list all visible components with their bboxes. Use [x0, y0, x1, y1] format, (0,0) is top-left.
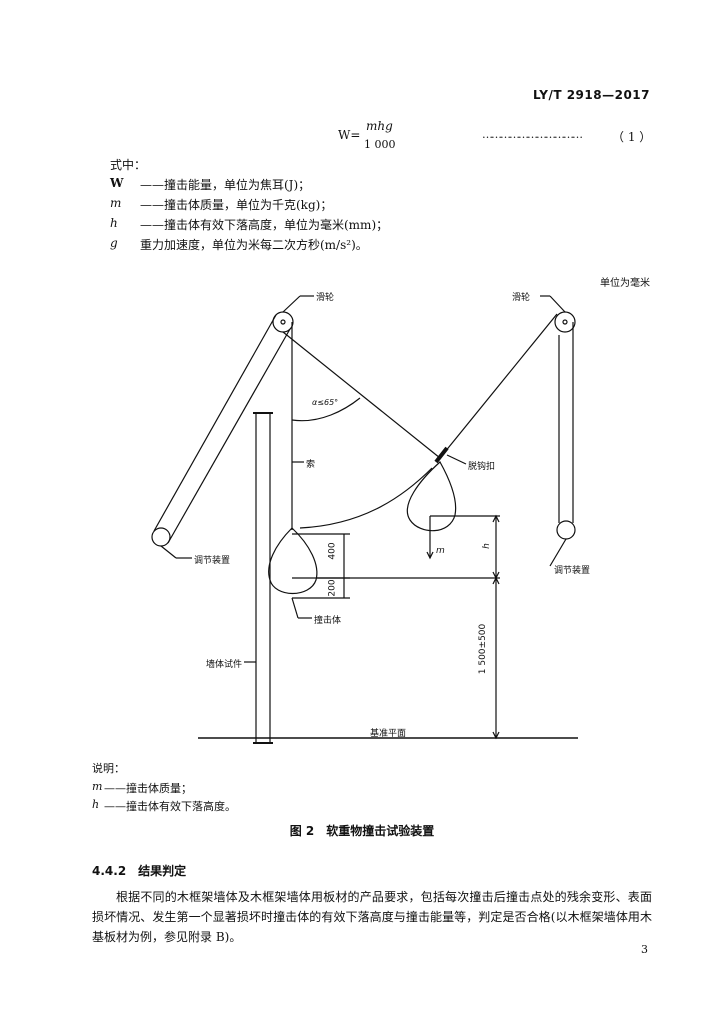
- label-angle: α≤65°: [312, 398, 339, 407]
- note-text: ——撞击体质量；: [104, 782, 192, 795]
- label-wall-specimen: 墙体试件: [206, 660, 243, 670]
- label-height: h: [481, 543, 492, 549]
- section-title: 4.4.2 结果判定: [92, 864, 187, 878]
- label-quick-release: 脱钩扣: [468, 462, 496, 472]
- formula-leader: ……………………………: [482, 128, 583, 141]
- figure-caption: 图 2 软重物撞击试验装置: [289, 824, 435, 838]
- label-right-pulley: 滑轮: [512, 293, 531, 303]
- label-right-adjuster: 调节装置: [554, 566, 591, 576]
- impactor-shape: [268, 527, 318, 594]
- legend-intro: 式中：: [110, 158, 147, 172]
- notes-title: 说明：: [92, 762, 125, 775]
- label-base-plane: 基准平面: [370, 729, 407, 739]
- label-dim-1500: 1 500±500: [478, 623, 489, 675]
- definition-symbol: g: [110, 236, 118, 250]
- note-text: ——撞击体有效下落高度。: [104, 800, 236, 813]
- definition-text: ——撞击能量，单位为焦耳(J)；: [140, 178, 311, 192]
- label-left-pulley: 滑轮: [316, 293, 335, 303]
- unit-note: 单位为毫米: [600, 278, 650, 289]
- definition-symbol: h: [110, 216, 118, 230]
- label-dim-200: 200: [327, 579, 338, 597]
- formula-lhs: W=: [338, 128, 361, 142]
- label-dim-400: 400: [327, 542, 338, 560]
- wall-specimen: [255, 412, 271, 744]
- label-left-adjuster: 调节装置: [194, 556, 231, 566]
- definition-symbol: W: [110, 176, 124, 190]
- definition-text: ——撞击体有效下落高度，单位为毫米(mm)；: [140, 218, 389, 232]
- label-rope: 索: [306, 460, 316, 470]
- definition-text: ——撞击体质量，单位为千克(kg)；: [140, 198, 333, 212]
- label-impactor: 撞击体: [314, 616, 342, 626]
- formula-number: （ 1 ）: [612, 130, 652, 144]
- right-pulley-icon: [554, 311, 576, 333]
- formula-denominator: 1 000: [364, 138, 396, 151]
- formula-numerator: mhg: [366, 119, 393, 133]
- definition-text: 重力加速度，单位为米每二次方秒(m/s²)。: [140, 238, 368, 252]
- right-adjuster-icon: [556, 520, 576, 540]
- note-symbol: h: [92, 798, 100, 811]
- label-mass: m: [436, 546, 445, 556]
- body-paragraph: 根据不同的木框架墙体及木框架墙体用板材的产品要求，包括每次撞击后撞击点处的残余变…: [92, 890, 652, 944]
- page-number: 3: [641, 943, 648, 956]
- standard-number: LY/T 2918—2017: [532, 88, 650, 102]
- definition-symbol: m: [110, 196, 122, 210]
- note-symbol: m: [92, 780, 103, 793]
